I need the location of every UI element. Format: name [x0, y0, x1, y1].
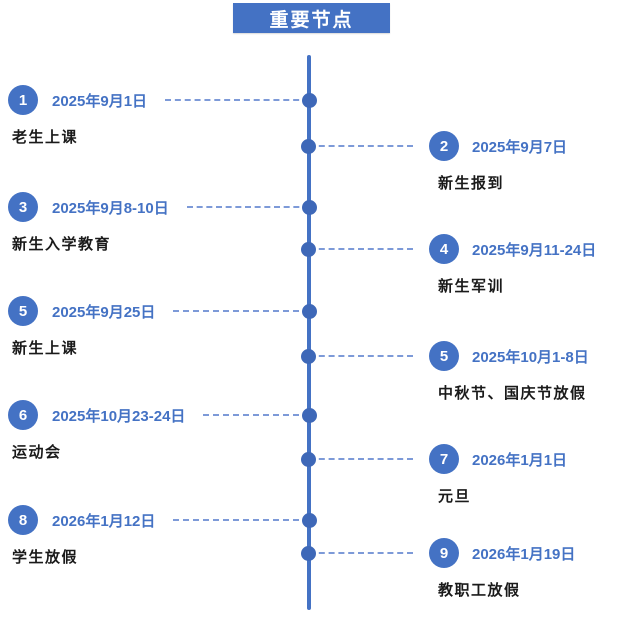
timeline-item: 1 2025年9月1日 老生上课 [8, 85, 317, 147]
connector-dashed-line [173, 310, 309, 312]
timeline-axis [307, 55, 311, 610]
item-number-badge: 5 [429, 341, 459, 371]
item-number-badge: 7 [429, 444, 459, 474]
item-date: 2026年1月19日 [472, 545, 576, 563]
timeline-item: 2 2025年9月7日 新生报到 [301, 131, 621, 193]
timeline-node-dot [301, 349, 316, 364]
connector-dashed-line [309, 145, 413, 147]
timeline-node-dot [302, 93, 317, 108]
timeline-node-dot [302, 200, 317, 215]
item-label: 新生报到 [438, 175, 505, 192]
item-date: 2025年9月7日 [472, 138, 568, 156]
item-number-badge: 2 [429, 131, 459, 161]
item-date: 2025年9月11-24日 [472, 241, 597, 259]
item-label: 运动会 [12, 444, 62, 461]
item-label: 新生军训 [438, 278, 505, 295]
item-number-badge: 9 [429, 538, 459, 568]
item-date: 2025年9月25日 [52, 303, 156, 321]
connector-dashed-line [173, 519, 309, 521]
item-number-badge: 1 [8, 85, 38, 115]
timeline-node-dot [301, 139, 316, 154]
item-date: 2026年1月1日 [472, 451, 568, 469]
item-number-badge: 6 [8, 400, 38, 430]
connector-dashed-line [309, 248, 413, 250]
timeline-item: 3 2025年9月8-10日 新生入学教育 [8, 192, 317, 254]
timeline-item: 7 2026年1月1日 元旦 [301, 444, 621, 506]
connector-dashed-line [186, 206, 309, 208]
item-number-badge: 8 [8, 505, 38, 535]
item-date: 2025年10月1-8日 [472, 348, 589, 366]
item-number-badge: 3 [8, 192, 38, 222]
timeline-item: 5 2025年10月1-8日 中秋节、国庆节放假 [301, 341, 621, 403]
item-label: 中秋节、国庆节放假 [438, 385, 587, 402]
item-label: 新生上课 [12, 340, 79, 357]
item-label: 老生上课 [12, 129, 79, 146]
timeline-node-dot [302, 513, 317, 528]
item-date: 2025年9月8-10日 [52, 199, 169, 217]
item-label: 学生放假 [12, 549, 79, 566]
item-date: 2025年10月23-24日 [52, 407, 186, 425]
timeline-item: 9 2026年1月19日 教职工放假 [301, 538, 621, 600]
item-label: 新生入学教育 [12, 236, 112, 253]
timeline-item: 6 2025年10月23-24日 运动会 [8, 400, 317, 462]
connector-dashed-line [309, 355, 413, 357]
item-number-badge: 4 [429, 234, 459, 264]
connector-dashed-line [309, 552, 413, 554]
timeline-item: 4 2025年9月11-24日 新生军训 [301, 234, 621, 296]
item-number-badge: 5 [8, 296, 38, 326]
item-label: 教职工放假 [438, 582, 521, 599]
connector-dashed-line [309, 458, 413, 460]
timeline-node-dot [301, 546, 316, 561]
timeline-node-dot [301, 452, 316, 467]
timeline-item: 8 2026年1月12日 学生放假 [8, 505, 317, 567]
timeline-node-dot [301, 242, 316, 257]
item-date: 2025年9月1日 [52, 92, 148, 110]
timeline-node-dot [302, 408, 317, 423]
timeline-node-dot [302, 304, 317, 319]
item-label: 元旦 [438, 488, 472, 505]
timeline-item: 5 2025年9月25日 新生上课 [8, 296, 317, 358]
item-date: 2026年1月12日 [52, 512, 156, 530]
connector-dashed-line [203, 414, 309, 416]
connector-dashed-line [165, 99, 309, 101]
page-title: 重要节点 [233, 3, 390, 33]
